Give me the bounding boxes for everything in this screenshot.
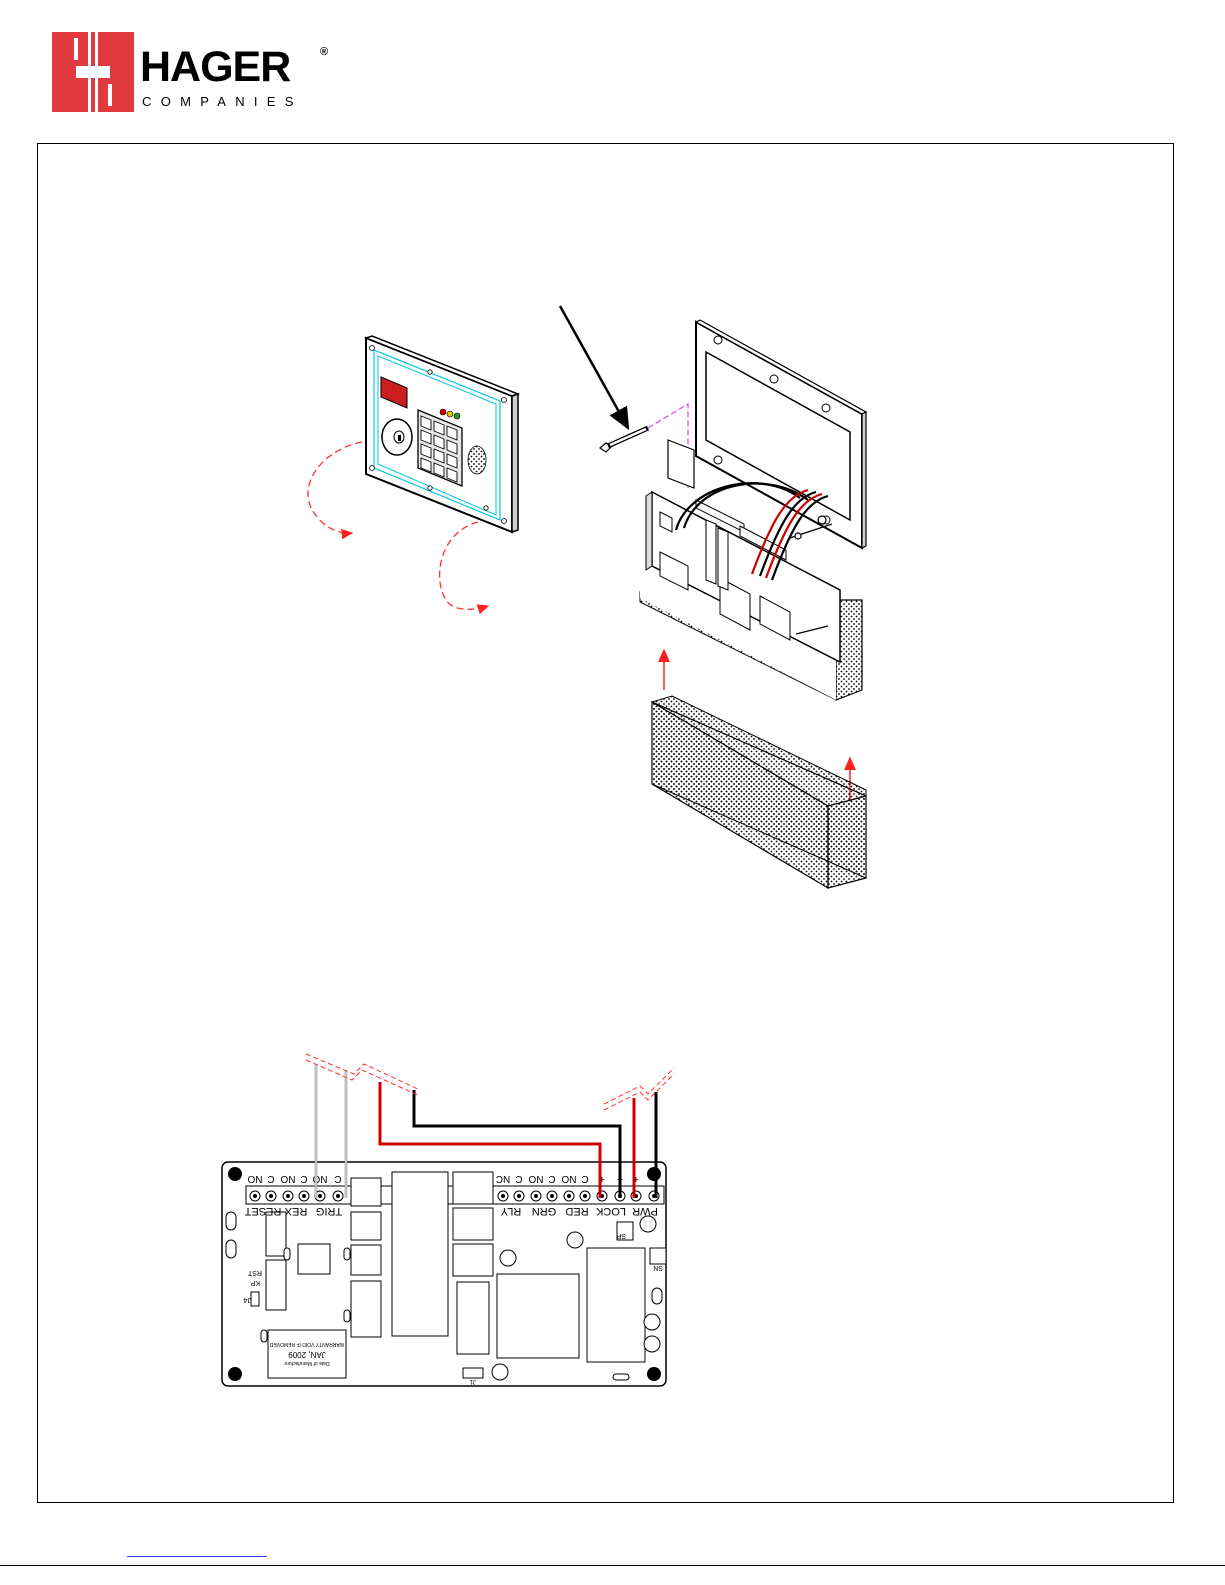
terminal-screw-center bbox=[286, 1194, 290, 1198]
terminal-screw-center bbox=[517, 1194, 521, 1198]
terminal-screw-center bbox=[501, 1194, 505, 1198]
terminal-group-label: TRIG bbox=[316, 1205, 342, 1217]
footer-rule bbox=[0, 1565, 1225, 1566]
terminal-screw-center bbox=[302, 1194, 306, 1198]
terminal-screw-center bbox=[336, 1194, 340, 1198]
mounting-screw bbox=[600, 428, 648, 452]
terminal-label: NO bbox=[561, 1173, 576, 1184]
label-sp: SP bbox=[616, 1232, 626, 1239]
terminal-screw-center bbox=[253, 1194, 257, 1198]
terminal-screw-center bbox=[567, 1194, 571, 1198]
date-value: JAN, 2009 bbox=[288, 1350, 326, 1359]
label-sn: SN bbox=[653, 1264, 663, 1271]
terminal-screw-center bbox=[583, 1194, 587, 1198]
terminal-label: C bbox=[267, 1173, 274, 1184]
terminal-label: NO bbox=[280, 1173, 295, 1184]
terminal-group-label: PWR bbox=[632, 1205, 658, 1217]
screw-pointer-arrow bbox=[560, 306, 628, 428]
terminal-label: NC bbox=[496, 1173, 510, 1184]
terminal-group-label: RESET bbox=[244, 1205, 281, 1217]
date-caption: Date of Manufacture bbox=[284, 1360, 330, 1366]
terminal-label: C bbox=[515, 1173, 522, 1184]
terminal-screw-center bbox=[534, 1194, 538, 1198]
footer-link-underline[interactable] bbox=[127, 1556, 267, 1557]
keypad-faceplate bbox=[366, 336, 518, 532]
terminal-screw-center bbox=[269, 1194, 273, 1198]
label-j1: J1 bbox=[469, 1378, 476, 1384]
terminal-screw-center bbox=[318, 1194, 322, 1198]
terminal-label: C bbox=[548, 1173, 555, 1184]
warranty-label: WARRANTY VOID IF REMOVED bbox=[269, 1341, 344, 1347]
terminal-label: C bbox=[334, 1173, 341, 1184]
terminal-group-label: RLY bbox=[500, 1205, 521, 1217]
terminal-screw-center bbox=[550, 1194, 554, 1198]
terminal-group-label: RED bbox=[565, 1205, 588, 1217]
terminal-group-label: REX bbox=[284, 1205, 307, 1217]
terminal-label: NO bbox=[312, 1173, 327, 1184]
label-j4: J4 bbox=[244, 1296, 252, 1303]
label-kp: KP bbox=[250, 1279, 260, 1286]
terminal-group-label: LOCK bbox=[595, 1205, 626, 1217]
terminal-group-label: GRN bbox=[532, 1205, 557, 1217]
foam-insert bbox=[652, 696, 866, 888]
label-rst: RST bbox=[247, 1269, 262, 1276]
terminal-label: C bbox=[581, 1173, 588, 1184]
terminal-label: C bbox=[300, 1173, 307, 1184]
terminal-label: NO bbox=[528, 1173, 543, 1184]
terminal-label: NO bbox=[247, 1173, 262, 1184]
